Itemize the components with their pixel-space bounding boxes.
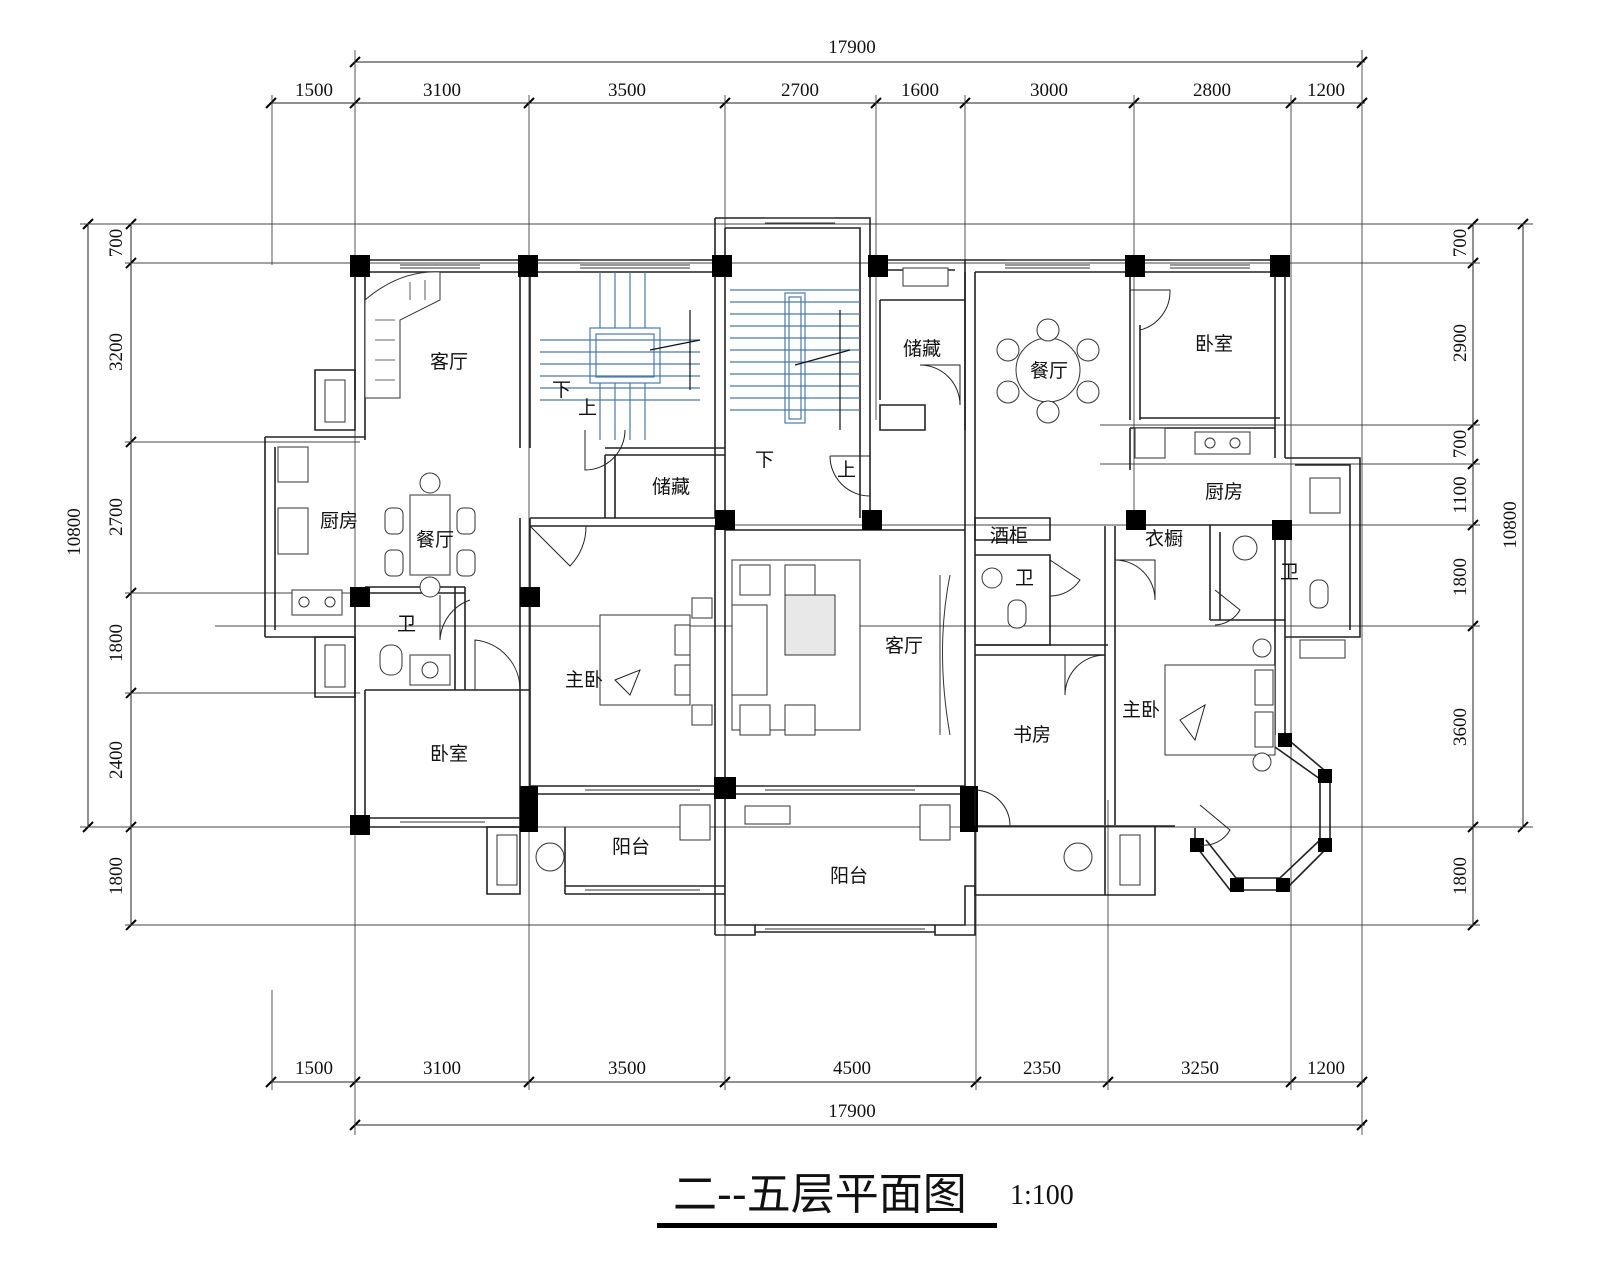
aircon-units [324,267,1346,886]
right-dimension-text: 700 2900 700 1100 1800 3600 1800 10800 [1450,229,1521,895]
right-dim-2: 2900 [1450,324,1471,362]
top-dim-2: 3100 [423,80,461,101]
room-labels: 客厅 厨房 餐厅 卫 卧室 主卧 阳台 储藏 下 上 下 上 客厅 阳台 储藏 … [320,333,1299,887]
room-label-left-storage: 储藏 [652,476,690,498]
bath-fixtures-left [379,644,451,686]
top-dim-4: 2700 [781,80,819,101]
drawing-scale: 1:100 [1010,1180,1074,1211]
sofa-left-living [364,271,441,399]
left-total-dim: 10800 [64,508,85,556]
bottom-dim-3: 3500 [608,1058,646,1079]
bed-right-master [1164,638,1276,772]
left-stair [540,272,700,440]
bottom-dimension-text: 1500 3100 3500 4500 2350 3250 1200 17900 [295,1058,1345,1122]
dining-table-left [384,472,476,598]
round-dining-right [996,318,1100,424]
bed-left-master [599,597,713,726]
center-stair [730,289,860,424]
bottom-dim-1: 1500 [295,1058,333,1079]
room-label-right-bedroom: 卧室 [1195,333,1233,355]
right-dim-3: 700 [1450,430,1471,459]
room-label-right-study: 书房 [1013,724,1051,746]
top-dim-1: 1500 [295,80,333,101]
dimension-lines [87,61,1524,1126]
left-dim-4: 1800 [106,624,127,662]
room-label-left-balcony: 阳台 [612,836,650,858]
room-label-left-bath: 卫 [397,613,416,635]
right-dim-5: 1800 [1450,558,1471,596]
top-dim-5: 1600 [901,80,939,101]
room-label-right-bath-b: 卫 [1280,561,1299,583]
door-swings [439,289,1241,846]
title-underline [657,1223,997,1228]
room-label-right-bath-a: 卫 [1015,567,1034,589]
right-dim-7: 1800 [1450,857,1471,895]
top-dim-8: 1200 [1307,80,1345,101]
left-dim-3: 2700 [106,498,127,536]
top-dimension-text: 17900 1500 3100 3500 2700 1600 3000 2800… [295,37,1345,101]
top-dim-3: 3500 [608,80,646,101]
room-label-center-balcony: 阳台 [830,865,868,887]
room-label-right-winecab: 酒柜 [990,525,1028,547]
room-label-right-kitchen: 厨房 [1205,481,1243,503]
room-label-left-kitchen: 厨房 [320,510,358,532]
bath-fixtures-right [981,535,1329,629]
left-dimension-text: 10800 700 3200 2700 1800 2400 1800 [64,229,127,895]
sofa-set-center [731,559,951,736]
right-dim-1: 700 [1450,229,1471,258]
stair-arrows [649,310,851,430]
top-total-dim: 17900 [828,37,876,58]
stair-label-center-up: 上 [837,459,856,481]
room-label-right-wardrobe: 衣橱 [1145,528,1183,550]
top-dim-6: 3000 [1030,80,1068,101]
windows [400,217,1250,930]
structural-columns [350,255,1332,892]
left-dim-1: 700 [106,229,127,258]
room-label-center-living: 客厅 [885,635,923,657]
bottom-total-dim: 17900 [828,1101,876,1122]
left-dim-5: 2400 [106,741,127,779]
room-label-left-master: 主卧 [565,669,603,691]
left-dim-2: 3200 [106,333,127,371]
room-label-left-living: 客厅 [430,351,468,373]
kitchen-counter-right [1134,427,1341,514]
room-label-right-dining: 餐厅 [1030,360,1068,382]
bottom-dim-5: 2350 [1023,1058,1061,1079]
left-dim-6: 1800 [106,857,127,895]
bottom-dim-7: 1200 [1307,1058,1345,1079]
top-dim-7: 2800 [1193,80,1231,101]
room-label-right-master: 主卧 [1122,699,1160,721]
stair-label-left-up: 上 [578,397,597,419]
kitchen-counter-left [277,446,343,616]
stair-label-left-down: 下 [552,379,571,401]
bottom-dim-6: 3250 [1181,1058,1219,1079]
drawing-title: 二--五层平面图 [673,1169,967,1220]
bottom-dim-4: 4500 [833,1058,871,1079]
bottom-dim-2: 3100 [423,1058,461,1079]
room-label-center-storage: 储藏 [903,338,941,360]
right-dim-4: 1100 [1450,476,1471,513]
right-total-dim: 10800 [1500,501,1521,549]
room-label-left-bedroom: 卧室 [430,743,468,765]
stair-label-center-down: 下 [755,449,774,471]
room-label-left-dining: 餐厅 [416,529,454,551]
right-dim-6: 3600 [1450,708,1471,746]
